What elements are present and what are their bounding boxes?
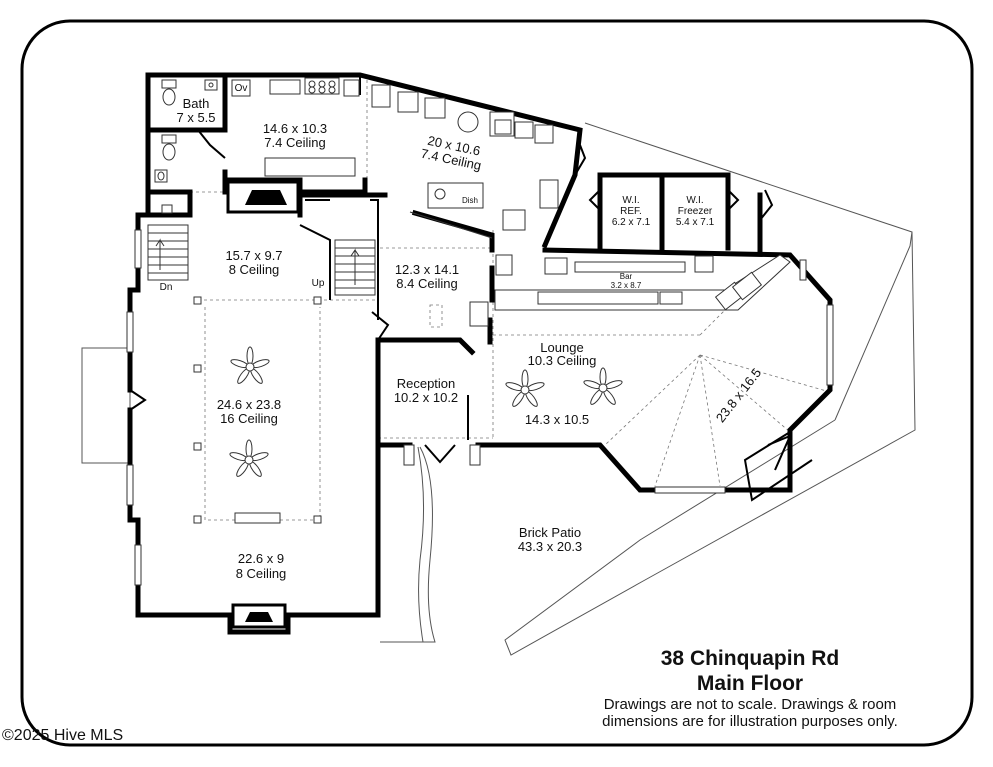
front-room-ceiling: 8 Ceiling [236, 566, 287, 581]
great-room-dims: 24.6 x 23.8 [217, 397, 281, 412]
title-block: 38 Chinquapin Rd Main Floor Drawings are… [602, 647, 898, 730]
hall-dims: 15.7 x 9.7 [225, 248, 282, 263]
lounge-name: Lounge [540, 340, 583, 355]
hall-ceiling: 8 Ceiling [229, 262, 280, 277]
bar-name: Bar [620, 272, 633, 281]
oven-label: Ov [235, 83, 248, 94]
page-frame [20, 19, 974, 747]
wi-ref-dims: 6.2 x 7.1 [612, 217, 651, 228]
disclaimer-line-2: dimensions are for illustration purposes… [602, 713, 898, 730]
disclaimer-line-1: Drawings are not to scale. Drawings & ro… [604, 696, 897, 713]
ceiling-fan-icon [583, 367, 623, 405]
address-title: 38 Chinquapin Rd [661, 647, 840, 670]
stairs-up-label: Up [312, 278, 325, 289]
stairs-down-label: Dn [160, 282, 173, 293]
ceiling-fan-icon [505, 369, 545, 407]
lounge-dims: 14.3 x 10.5 [525, 412, 589, 427]
ceiling-fan-icon [230, 346, 270, 384]
stairs-icon [147, 224, 376, 296]
lounge-ceiling: 10.3 Ceiling [528, 353, 597, 368]
dish-label: Dish [462, 196, 478, 205]
kitchen-ceiling: 7.4 Ceiling [264, 135, 325, 150]
room-labels: Bath 7 x 5.5 14.6 x 10.3 7.4 Ceiling 20 … [160, 83, 765, 581]
interior-details [299, 75, 469, 440]
reception-name: Reception [397, 376, 456, 391]
site-outline [81, 122, 916, 656]
ceiling-fan-icon [229, 346, 623, 477]
bar-fixtures [469, 254, 791, 327]
fireplace-icon [226, 180, 300, 629]
wi-freezer-name: W.I. [686, 195, 703, 206]
dashed-openings [190, 80, 831, 521]
ceiling-fan-icon [229, 439, 269, 477]
sink-icon [204, 79, 218, 91]
octagon-dims: 23.8 x 16.5 [713, 365, 764, 425]
door-swings [129, 129, 813, 502]
watermark: ©2025 Hive MLS [2, 727, 123, 744]
exterior-walls [127, 72, 833, 635]
kitchen-fixtures [231, 77, 559, 239]
patio-name: Brick Patio [519, 525, 581, 540]
patio-dims: 43.3 x 20.3 [518, 539, 582, 554]
bath-fixtures [154, 79, 218, 214]
column-markers [193, 296, 481, 524]
wi-freezer-dims: 5.4 x 7.1 [676, 217, 715, 228]
wi-ref-sub: REF. [620, 206, 642, 217]
wi-ref-name: W.I. [622, 195, 639, 206]
office-dims: 12.3 x 14.1 [395, 262, 459, 277]
great-room-ceiling: 16 Ceiling [220, 411, 278, 426]
front-room-dims: 22.6 x 9 [238, 551, 284, 566]
windows [126, 229, 834, 586]
floor-title: Main Floor [697, 672, 803, 695]
bath-name: Bath [183, 96, 210, 111]
bath-dims: 7 x 5.5 [176, 110, 215, 125]
bar-dims: 3.2 x 8.7 [611, 281, 642, 290]
toilet-icon [161, 79, 177, 89]
kitchen-dims: 14.6 x 10.3 [263, 121, 327, 136]
wi-freezer-sub: Freezer [678, 206, 713, 217]
office-ceiling: 8.4 Ceiling [396, 276, 457, 291]
reception-dims: 10.2 x 10.2 [394, 390, 458, 405]
